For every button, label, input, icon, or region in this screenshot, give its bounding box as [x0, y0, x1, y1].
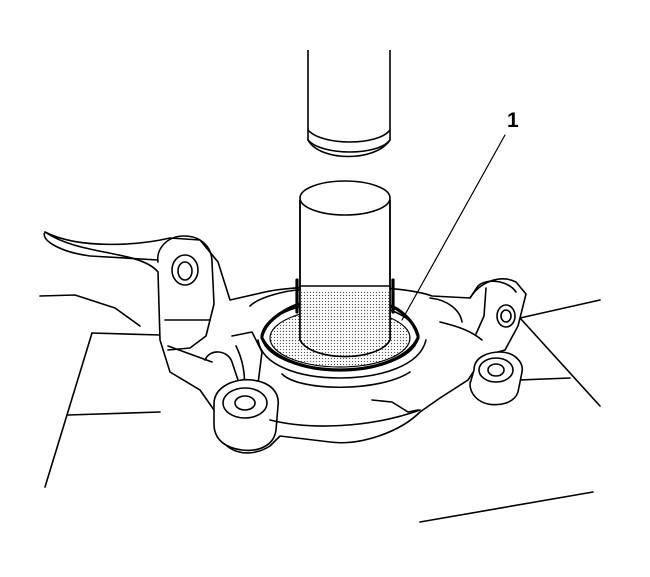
callout-1-label: 1: [507, 109, 519, 132]
bearing-installer: [295, 180, 395, 358]
driver-handle: [307, 50, 391, 158]
callout-1-leader: [401, 134, 506, 321]
